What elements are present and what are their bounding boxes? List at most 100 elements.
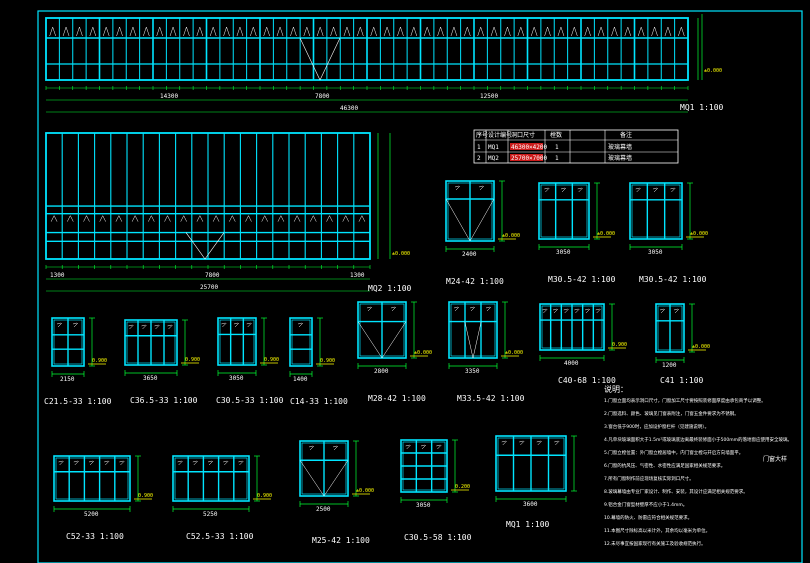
window-frame: [172, 455, 250, 502]
glass-mark: [143, 26, 147, 37]
glass-mark: [564, 308, 569, 314]
glass-mark: [104, 460, 109, 463]
elevation-mark: ±0.000: [356, 488, 374, 494]
glass-mark: [453, 26, 458, 37]
drawing-title: C40-68 1:100: [558, 376, 616, 385]
glass-mark: [563, 308, 568, 311]
general-notes: 说明： 1.门窗立面均表示洞口尺寸，门窗加工尺寸要按照装修面厚度由承包商予以调整…: [604, 384, 792, 547]
glass-mark: [596, 308, 601, 314]
drawing-title: M25-42 1:100: [312, 536, 370, 545]
glass-mark: [131, 215, 136, 222]
glass-mark: [520, 26, 525, 37]
dimension-value: 2800: [374, 368, 389, 375]
glass-mark: [52, 26, 56, 37]
glass-mark: [674, 308, 680, 314]
dimension-value: 3350: [465, 368, 480, 375]
table-header: 设计编号: [488, 131, 512, 139]
door-swing: [319, 37, 341, 81]
glass-mark: [383, 26, 388, 37]
glass-mark: [467, 26, 471, 37]
glass-mark: [169, 26, 174, 37]
glass-mark: [223, 26, 227, 37]
drawing-title: M33.5-42 1:100: [457, 394, 525, 403]
glass-mark: [397, 26, 401, 37]
glass-mark: [453, 306, 459, 309]
glass-mark: [437, 444, 442, 450]
glass-mark: [57, 322, 63, 328]
glass-mark: [673, 308, 679, 311]
glass-mark: [118, 215, 123, 222]
glass-mark: [478, 185, 484, 188]
window-inner-frame: [631, 184, 681, 238]
glass-mark: [183, 215, 187, 222]
glass-mark: [49, 26, 53, 37]
glass-mark: [159, 26, 163, 37]
glass-mark: [86, 215, 90, 222]
glass-mark: [455, 185, 461, 191]
glass-mark: [155, 324, 160, 330]
glass-mark: [440, 26, 444, 37]
glass-mark: [358, 215, 363, 222]
glass-mark: [209, 26, 214, 37]
dimension-value: 3050: [229, 375, 244, 382]
glass-mark: [105, 460, 110, 466]
elevation-mark: 0.900: [92, 358, 107, 364]
glass-mark: [520, 440, 525, 446]
glass-mark: [651, 26, 655, 37]
glass-mark: [266, 26, 270, 37]
table-cell: 玻璃幕墙: [608, 154, 632, 162]
glass-mark: [479, 185, 485, 191]
glass-mark: [614, 26, 618, 37]
glass-mark: [303, 26, 308, 37]
glass-mark: [297, 322, 303, 325]
drawing-title: C21.5-33 1:100: [44, 397, 112, 406]
glass-mark: [128, 324, 133, 327]
glass-mark: [62, 26, 67, 37]
glass-mark: [329, 215, 333, 222]
door-swing: [464, 321, 474, 359]
glass-mark: [261, 215, 265, 222]
glass-mark: [600, 26, 605, 37]
door-swing: [299, 37, 321, 81]
glass-mark: [248, 215, 252, 222]
glass-mark: [116, 26, 120, 37]
glass-mark: [640, 26, 645, 37]
note-line: 11.本图尺寸除标高以米计外，其余均以毫米为单位。: [604, 527, 710, 534]
glass-mark: [343, 26, 348, 37]
glass-mark: [99, 215, 103, 222]
elevation-mark: ±0.000: [690, 231, 708, 237]
elevation-mark: ±0.000: [505, 350, 523, 356]
glass-mark: [102, 26, 107, 37]
glass-mark: [58, 460, 63, 463]
table-header: 备注: [620, 131, 632, 139]
glass-mark: [132, 26, 137, 37]
elevation-mark: 0.900: [185, 357, 200, 363]
dimension-value: 7800: [205, 272, 220, 279]
glass-mark: [357, 26, 361, 37]
table-header: 洞口尺寸: [511, 131, 535, 139]
glass-mark: [89, 26, 94, 37]
glass-mark: [215, 215, 220, 222]
drawing-title: M30.5-42 1:100: [548, 275, 616, 284]
glass-mark: [76, 26, 80, 37]
dimension-value: 1300: [350, 272, 365, 279]
glass-mark: [178, 460, 183, 466]
dimension-value: 4000: [564, 360, 579, 367]
dimension-value: 3600: [523, 501, 538, 508]
glass-mark: [667, 26, 672, 37]
door-swing: [204, 232, 225, 260]
table-cell: MQ1: [488, 144, 499, 151]
glass-mark: [310, 215, 314, 222]
note-line: 12.未尽事宜按国家现行有关施工及验收规范执行。: [604, 540, 706, 547]
door-window-table: 序号 设计编号 洞口尺寸 樘数 备注 1 MQ1 46300×4200 1 玻璃…: [473, 129, 679, 164]
glass-mark: [154, 324, 159, 327]
glass-mark: [421, 444, 427, 450]
door-swing: [381, 321, 407, 359]
